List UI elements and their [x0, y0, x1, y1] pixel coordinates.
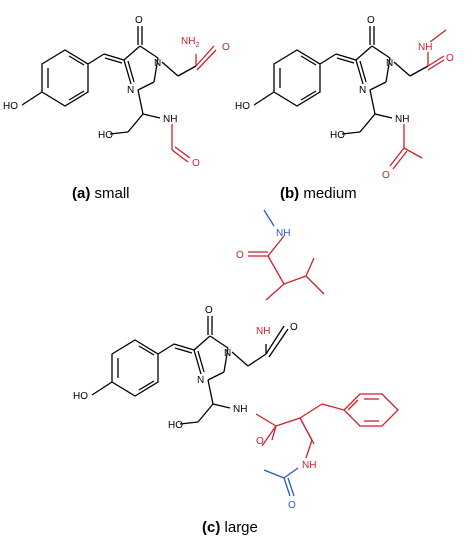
atom-hydroxyl: HO [3, 101, 18, 112]
amide-group-red [195, 45, 217, 71]
atom-ring-nitrogen-1: N [386, 58, 393, 69]
formyl-group-red [171, 124, 191, 163]
atom-phe-oxygen: O [256, 436, 264, 447]
panel-caption-c: (c) large [202, 519, 258, 536]
atom-ring-nitrogen-3: N [197, 375, 204, 386]
atom-valine-nitrogen: NH [256, 326, 270, 337]
panel-caption-b: (b) medium [280, 185, 357, 202]
atom-carbonyl-oxygen: O [205, 305, 213, 316]
atom-amide-nitrogen: NH [233, 404, 247, 415]
atom-amide-nitrogen: NH [395, 114, 409, 125]
atom-hydroxyl: HO [73, 391, 88, 402]
atom-amine: NH2 [181, 36, 199, 49]
atom-carbonyl-oxygen: O [135, 15, 143, 26]
atom-formyl-oxygen: O [192, 158, 200, 169]
atom-amide-oxygen: O [222, 42, 230, 53]
atom-phe-nitrogen: NH [302, 460, 316, 471]
panel-caption-a: (a) small [72, 185, 130, 202]
acetyl-group-red [389, 124, 423, 170]
atom-methylamide-oxygen: O [446, 53, 454, 64]
atom-glycine-oxygen: O [290, 322, 298, 333]
atom-ring-nitrogen-1: N [154, 58, 161, 69]
atom-methylamide-nitrogen: NH [418, 42, 432, 53]
atom-carbonyl-oxygen: O [367, 15, 375, 26]
structure-c-large: HO O N N HO NH NH O [73, 305, 298, 431]
atom-cap-oxygen: O [288, 500, 296, 511]
phenylalanine-residue-red [255, 393, 399, 459]
n-methyl-cap-blue [263, 209, 275, 227]
atom-valine-oxygen: O [236, 250, 244, 261]
atom-ring-nitrogen-3: N [359, 85, 366, 96]
atom-acetyl-oxygen: O [382, 170, 390, 181]
structure-a-small: HO O N N HO NH NH2 O O [3, 15, 230, 169]
methylamide-group-red [427, 29, 447, 71]
atom-side-hydroxyl: HO [168, 420, 183, 431]
acetyl-cap-blue [263, 467, 299, 497]
atom-hydroxyl: HO [235, 101, 250, 112]
atom-amide-nitrogen: NH [163, 114, 177, 125]
atom-ring-nitrogen-3: N [127, 85, 134, 96]
structure-b-medium: HO O N N HO NH NH O O [235, 15, 454, 181]
atom-cap-nitrogen: NH [276, 228, 290, 239]
valine-residue-red [248, 235, 325, 301]
atom-side-hydroxyl: HO [98, 130, 113, 141]
atom-ring-nitrogen-1: N [224, 348, 231, 359]
atom-side-hydroxyl: HO [330, 130, 345, 141]
